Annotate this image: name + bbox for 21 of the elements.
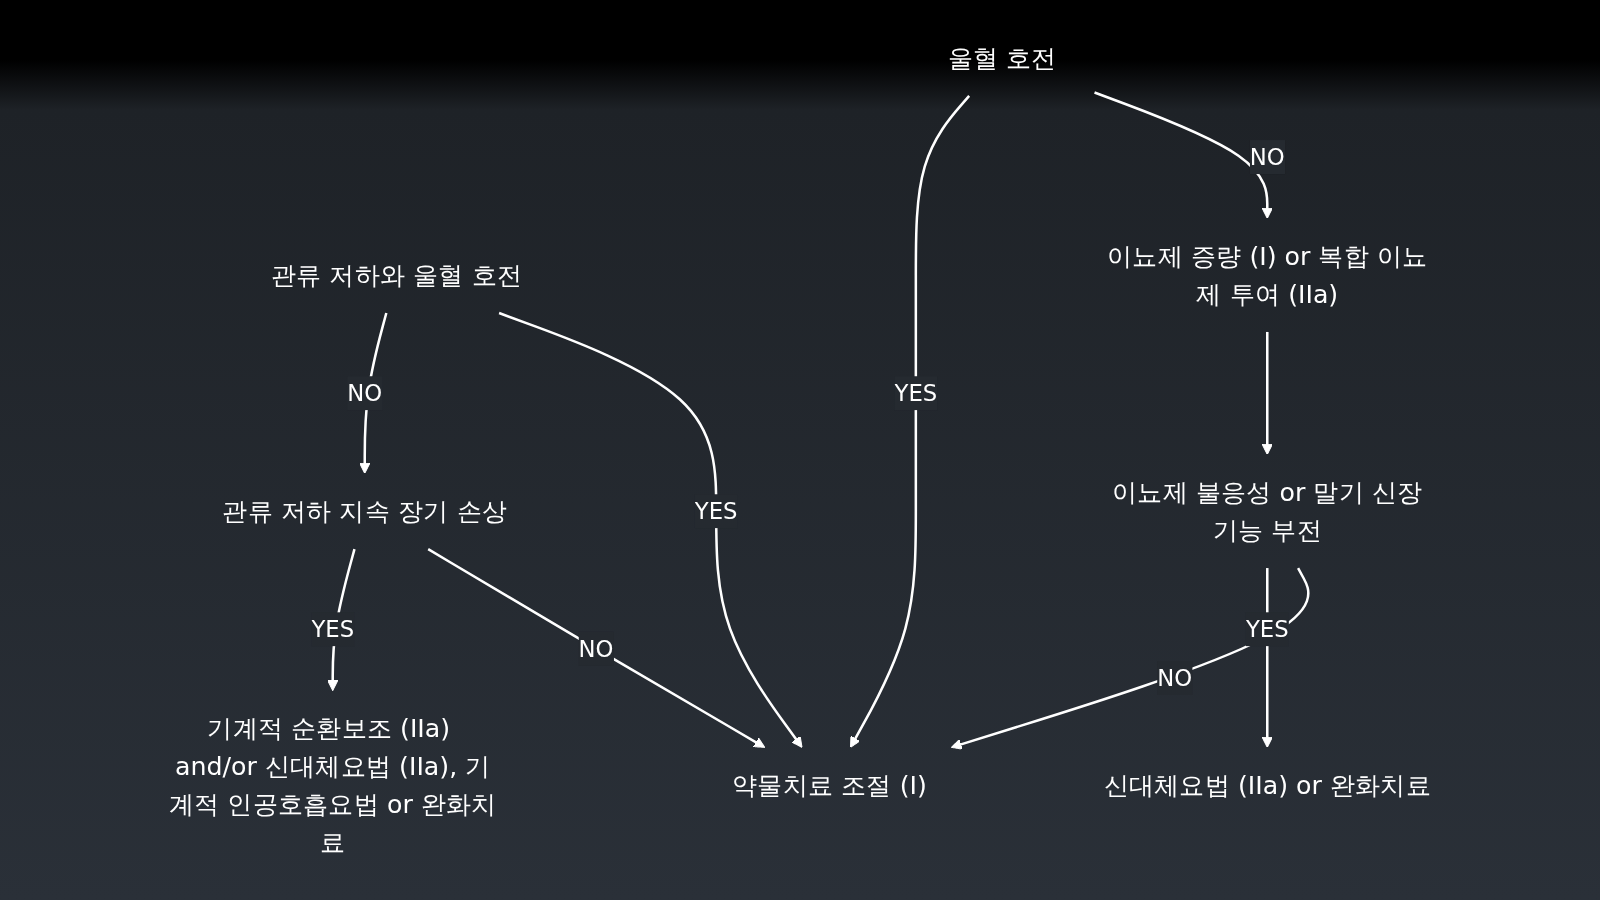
- node-text: 울혈 호전: [947, 42, 1057, 74]
- arrow: [1094, 91, 1273, 219]
- node-text: 관류 저하와 울혈 호전: [270, 259, 523, 291]
- node-text: 이뇨제 증량 (I) or 복합 이뇨제 투여 (IIa): [1107, 241, 1428, 310]
- edge-label: YES: [894, 379, 938, 407]
- edge-label: YES: [694, 497, 738, 525]
- node-text: 약물치료 조절 (I): [732, 770, 927, 801]
- edge-label: NO: [1157, 664, 1193, 692]
- arrow: [850, 95, 971, 748]
- edge-label: YES: [311, 616, 355, 643]
- edge-label: YES: [1245, 616, 1289, 643]
- edge-label: NO: [1249, 143, 1285, 171]
- arrow: [427, 548, 766, 748]
- edge-label: NO: [347, 379, 383, 407]
- node-text: 이뇨제 불응성 or 말기 신장기능 부전: [1112, 477, 1423, 546]
- arrow: [498, 311, 803, 748]
- edge-label: NO: [578, 635, 614, 663]
- node-text: 신대체요법 (IIa) or 완화치료: [1103, 770, 1431, 801]
- node-text: 관류 저하 지속 장기 손상: [222, 496, 508, 527]
- arrow: [1261, 331, 1273, 455]
- node-text: 기계적 순환보조 (IIa) and/or 신대체요법 (IIa), 기계적 인공호흡요법 or 완화치료: [168, 713, 497, 858]
